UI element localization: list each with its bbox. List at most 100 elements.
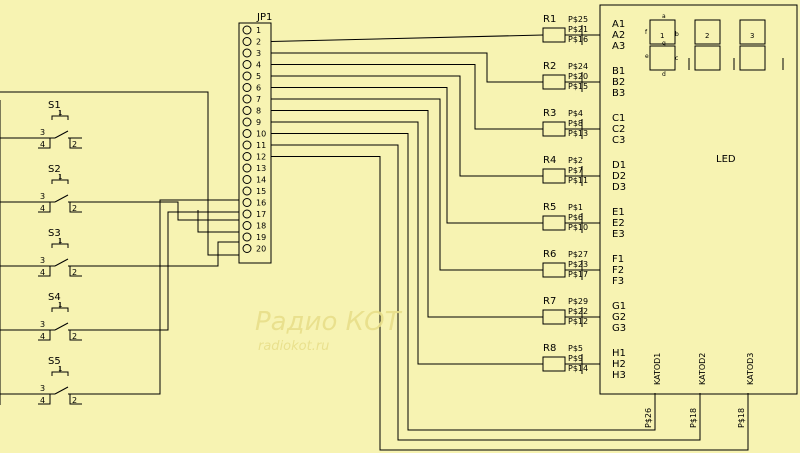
- wire-pin-3: [271, 52, 543, 83]
- led-pin-label: F3: [612, 276, 624, 287]
- switch-pin: 3: [40, 256, 45, 265]
- led-pin-label: E3: [612, 229, 625, 240]
- connector-pin: [242, 60, 252, 69]
- led-cathode-label: KATOD2: [698, 353, 707, 385]
- resistor-body: [542, 168, 566, 184]
- switch-contact: [54, 130, 69, 139]
- resistor-pad: P$10: [568, 223, 588, 232]
- connector-pin: [242, 25, 252, 35]
- wires: [0, 34, 749, 451]
- led-label: LED: [716, 154, 736, 165]
- switch-lead: [38, 394, 51, 405]
- led-segment-letter: f: [645, 29, 648, 36]
- connector-pin: [242, 37, 252, 46]
- switch-contact: [54, 194, 69, 203]
- connector-pin-number: 17: [256, 210, 266, 219]
- switch-pin: 3: [40, 128, 45, 137]
- resistor-pad: P$2: [568, 156, 583, 165]
- led-pin-label: B2: [612, 77, 625, 88]
- wire-s1: [0, 91, 239, 256]
- connector-pin-number: 11: [256, 141, 266, 150]
- resistor-body: [542, 215, 566, 231]
- connector-pin: [242, 129, 252, 138]
- connector-pin-number: 1: [256, 26, 261, 35]
- led-cathode-label: KATOD1: [653, 353, 662, 385]
- connector-label: JP1: [256, 12, 272, 23]
- connector-pin: [242, 221, 252, 230]
- led-pin-label: H3: [612, 370, 626, 381]
- led-pin-label: E1: [612, 207, 625, 218]
- switch-pin: 3: [40, 192, 45, 201]
- resistor-body: [542, 262, 566, 278]
- connector-pin: [242, 186, 252, 196]
- switch-label: S5: [48, 356, 61, 367]
- connector-pin: [242, 175, 252, 184]
- led-pin-label: G1: [612, 301, 626, 312]
- wire-s5: [82, 199, 239, 395]
- led-segment-letter: c: [675, 55, 678, 62]
- switch-lead: [69, 330, 82, 341]
- led-pin-label: B1: [612, 66, 625, 77]
- led-pin-label: G3: [612, 323, 626, 334]
- led-digit-number: 3: [750, 32, 754, 40]
- connector-pin-number: 18: [256, 222, 266, 231]
- switch-lead: [38, 202, 51, 213]
- switch-contact: [54, 386, 69, 395]
- led-cathode-pad: P$26: [644, 408, 653, 428]
- switch-lead: [69, 202, 82, 213]
- resistor-pad: P$7: [568, 166, 583, 175]
- watermark-url: radiokot.ru: [258, 339, 329, 354]
- wire-s4: [82, 211, 239, 331]
- connector-pin-number: 9: [256, 118, 261, 127]
- led-segment-letter: d: [662, 71, 666, 78]
- led-pin-label: F2: [612, 265, 624, 276]
- resistor-pad: P$1: [568, 203, 583, 212]
- switch-label: S4: [48, 292, 61, 303]
- switch-pin: 1: [58, 301, 62, 309]
- wire-pin-8: [271, 110, 543, 318]
- switch-contact: [54, 322, 69, 331]
- connector-pin: [242, 48, 252, 58]
- led-pin-label: H1: [612, 348, 626, 359]
- resistor-pad: P$11: [568, 176, 588, 185]
- led-digit-lower: [649, 45, 676, 71]
- led-pin-label: F1: [612, 254, 624, 265]
- led-pin-label: A1: [612, 19, 625, 30]
- resistor-pad: P$24: [568, 62, 588, 71]
- resistor-pad: P$20: [568, 72, 588, 81]
- resistor-label: R3: [543, 108, 556, 119]
- resistor-body: [542, 74, 566, 90]
- resistor-pad: P$12: [568, 317, 588, 326]
- led-segment-letter: e: [645, 53, 649, 60]
- wire-pin-11-katod: [271, 144, 701, 441]
- resistor-pad: P$15: [568, 82, 588, 91]
- resistor-label: R6: [543, 249, 556, 260]
- wire-pin-12-katod: [271, 156, 749, 451]
- resistor-label: R1: [543, 14, 556, 25]
- switch-pin: 2: [72, 140, 77, 149]
- resistor-label: R8: [543, 343, 556, 354]
- wire-pin-6: [271, 87, 543, 224]
- resistor-pad: P$9: [568, 354, 583, 363]
- resistor-pad: P$17: [568, 270, 588, 279]
- connector-pin-number: 4: [256, 61, 261, 70]
- switch-pin: 1: [58, 237, 62, 245]
- switch-pin: 2: [72, 396, 77, 405]
- wire-pin-4: [271, 64, 543, 130]
- connector-pin-number: 2: [256, 38, 261, 47]
- switch-label: S2: [48, 164, 61, 175]
- switch-lead: [69, 394, 82, 405]
- led-pin-label: E2: [612, 218, 625, 229]
- switch-lead: [69, 138, 82, 149]
- connector-pin: [242, 152, 252, 161]
- wire-pin-10-katod: [271, 133, 656, 431]
- connector-pin: [242, 232, 252, 242]
- switch-pin: 4: [40, 140, 45, 149]
- resistor-pad: P$4: [568, 109, 583, 118]
- resistor-pad: P$21: [568, 25, 588, 34]
- switch-pin: 4: [40, 204, 45, 213]
- connector-pin-number: 6: [256, 84, 261, 93]
